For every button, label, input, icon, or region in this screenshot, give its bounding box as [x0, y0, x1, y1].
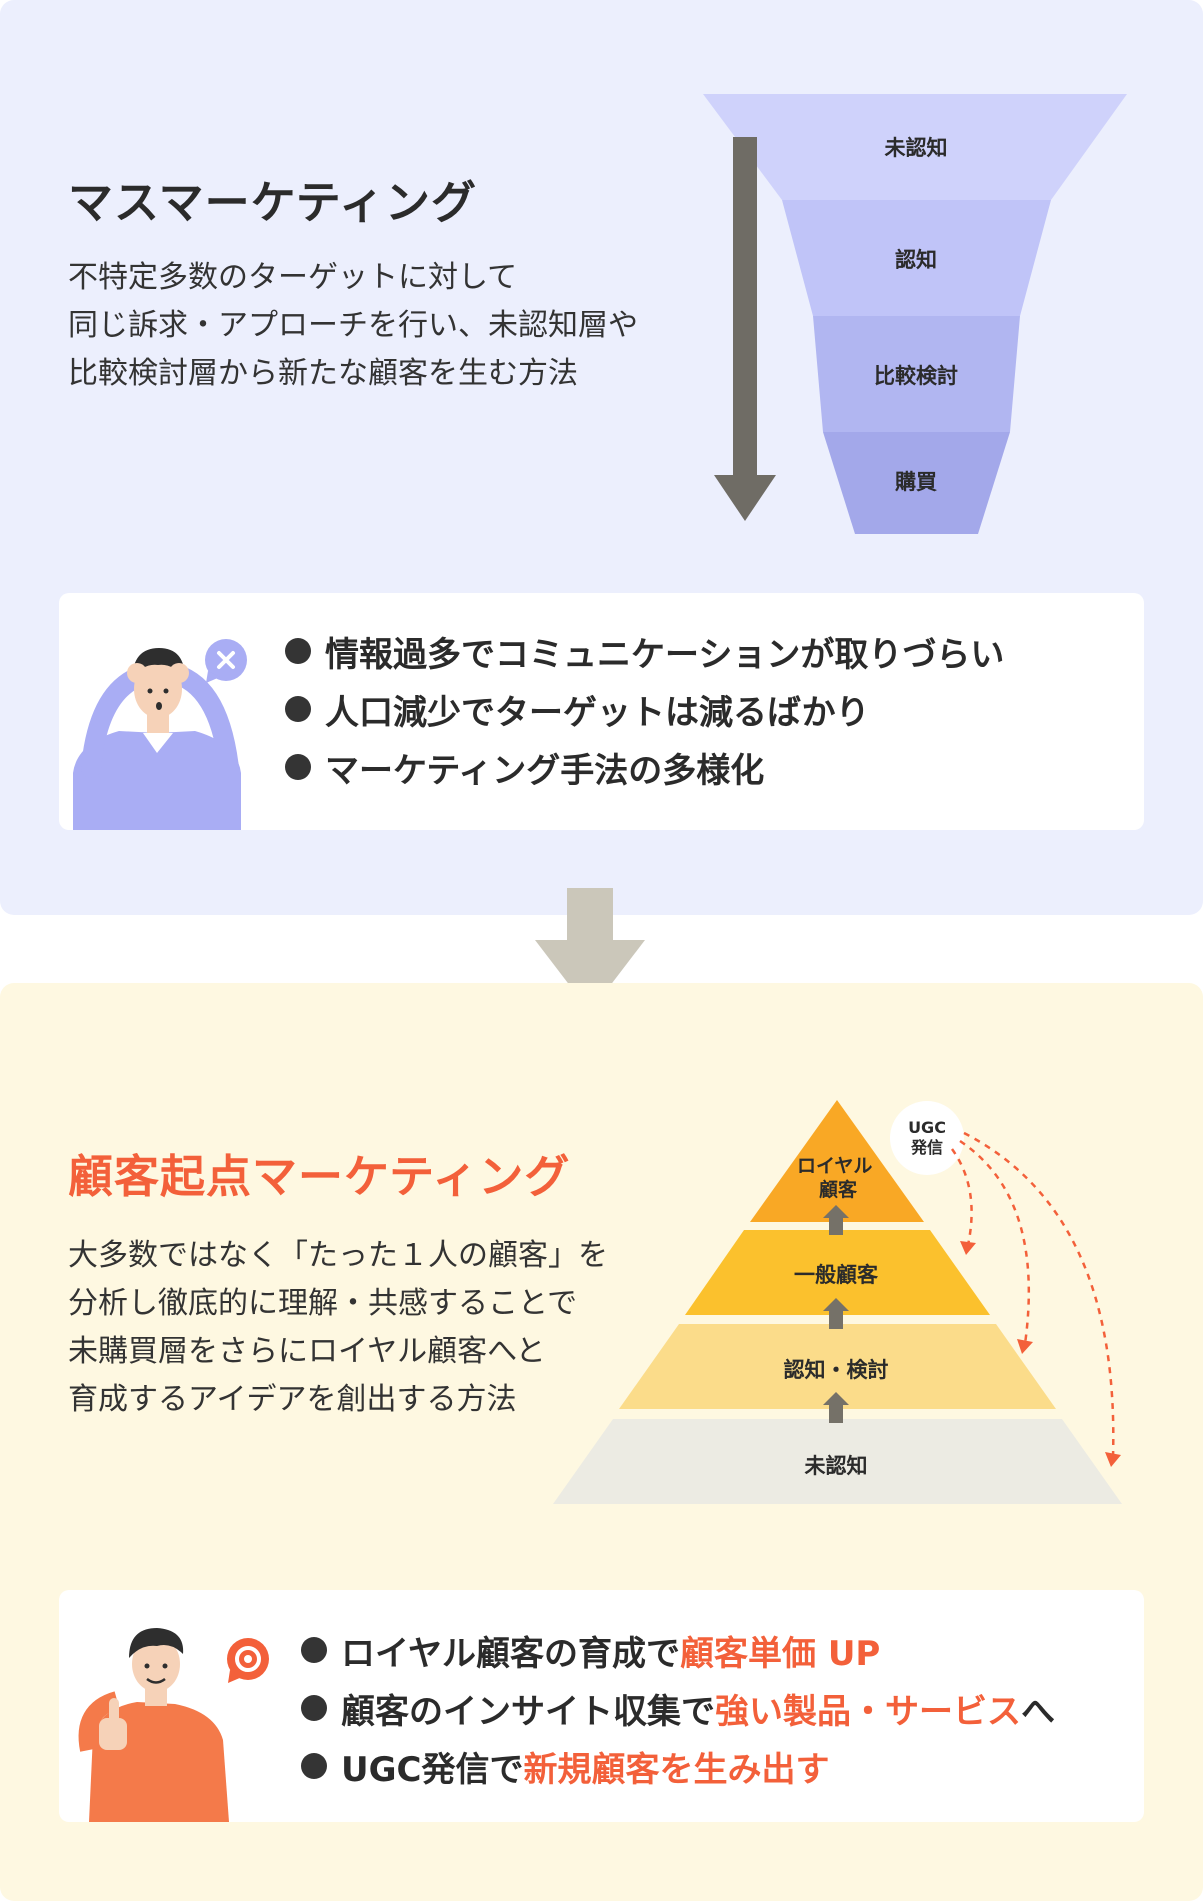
- down-arrow-head: [714, 475, 776, 521]
- problem-item: 人口減少でターゲットは減るばかり: [285, 680, 1004, 738]
- problems-list: 情報過多でコミュニケーションが取りづらい 人口減少でターゲットは減るばかり マー…: [285, 622, 1004, 796]
- close-icon: [202, 638, 248, 684]
- benefit-item: ロイヤル顧客の育成で顧客単価 UP: [301, 1621, 1055, 1679]
- down-arrow-shaft: [733, 137, 757, 477]
- funnel-stage-3-shape: [813, 316, 1020, 432]
- up-arrow-icon: [823, 1298, 849, 1329]
- svg-text:UGC: UGC: [908, 1118, 946, 1137]
- transition-down-arrow: [535, 888, 645, 1012]
- customer-marketing-title: 顧客起点マーケティング: [68, 1150, 571, 1203]
- pyramid-level-4-shape: [553, 1419, 1122, 1504]
- problem-item: 情報過多でコミュニケーションが取りづらい: [285, 622, 1004, 680]
- pyramid-level-1-shape: [750, 1100, 924, 1222]
- pyramid-level-3-label: 認知・検討: [784, 1358, 889, 1382]
- pyramid-level-2-label: 一般顧客: [794, 1263, 879, 1287]
- funnel-stage-4-shape: [823, 432, 1010, 534]
- ugc-arrowheads: [960, 1241, 1121, 1467]
- mass-marketing-section: マスマーケティング 不特定多数のターゲットに対して 同じ訴求・アプローチを行い、…: [0, 0, 1203, 915]
- pyramid-level-2-shape: [685, 1230, 990, 1315]
- funnel-stage-2-label: 認知: [895, 248, 937, 272]
- funnel-stage-1-label: 未認知: [885, 136, 948, 160]
- up-arrow-icon: [823, 1205, 849, 1235]
- funnel-stage-4-label: 購買: [894, 470, 937, 494]
- customer-marketing-description: 大多数ではなく「たった１人の顧客」を 分析し徹底的に理解・共感することで 未購買…: [68, 1238, 608, 1417]
- confused-person-illustration: [73, 648, 241, 830]
- thumbs-up-person-illustration: [78, 1628, 229, 1822]
- funnel-stage-2-shape: [782, 200, 1051, 316]
- benefit-item: 顧客のインサイト収集で強い製品・サービスへ: [301, 1679, 1055, 1737]
- bullet-icon: [285, 638, 311, 664]
- benefits-card: ロイヤル顧客の育成で顧客単価 UP 顧客のインサイト収集で強い製品・サービスへ …: [59, 1590, 1144, 1822]
- benefit-item: UGC発信で新規顧客を生み出す: [301, 1737, 1055, 1795]
- customer-marketing-section: 顧客起点マーケティング 大多数ではなく「たった１人の顧客」を 分析し徹底的に理解…: [0, 983, 1203, 1901]
- svg-text:発信: 発信: [910, 1138, 943, 1157]
- pyramid-level-4-label: 未認知: [805, 1454, 868, 1478]
- bullet-icon: [285, 696, 311, 722]
- bullet-icon: [301, 1753, 327, 1779]
- funnel-stage-1-shape: [703, 94, 1127, 200]
- pyramid-level-1-label: ロイヤル 顧客: [797, 1155, 879, 1201]
- bullet-icon: [301, 1695, 327, 1721]
- benefits-list: ロイヤル顧客の育成で顧客単価 UP 顧客のインサイト収集で強い製品・サービスへ …: [301, 1621, 1055, 1795]
- bullet-icon: [301, 1637, 327, 1663]
- up-arrow-icon: [823, 1392, 849, 1423]
- funnel-diagram: 未認知 認知 比較検討 購買: [703, 94, 1127, 534]
- ugc-dashed-arrows: [950, 1131, 1115, 1458]
- pyramid-level-3-shape: [619, 1324, 1056, 1409]
- problems-card: 情報過多でコミュニケーションが取りづらい 人口減少でターゲットは減るばかり マー…: [59, 593, 1144, 830]
- funnel-stage-3-label: 比較検討: [874, 364, 958, 388]
- bullet-icon: [285, 754, 311, 780]
- customer-pyramid-diagram: ロイヤル 顧客 一般顧客 認知・検討 未認知 UGC 発信: [553, 1100, 1122, 1504]
- mass-marketing-title: マスマーケティング: [68, 176, 478, 229]
- target-icon: [224, 1637, 272, 1685]
- problem-item: マーケティング手法の多様化: [285, 738, 1004, 796]
- ugc-badge: UGC 発信: [890, 1101, 964, 1175]
- mass-marketing-description: 不特定多数のターゲットに対して 同じ訴求・アプローチを行い、未認知層や 比較検討…: [68, 260, 638, 391]
